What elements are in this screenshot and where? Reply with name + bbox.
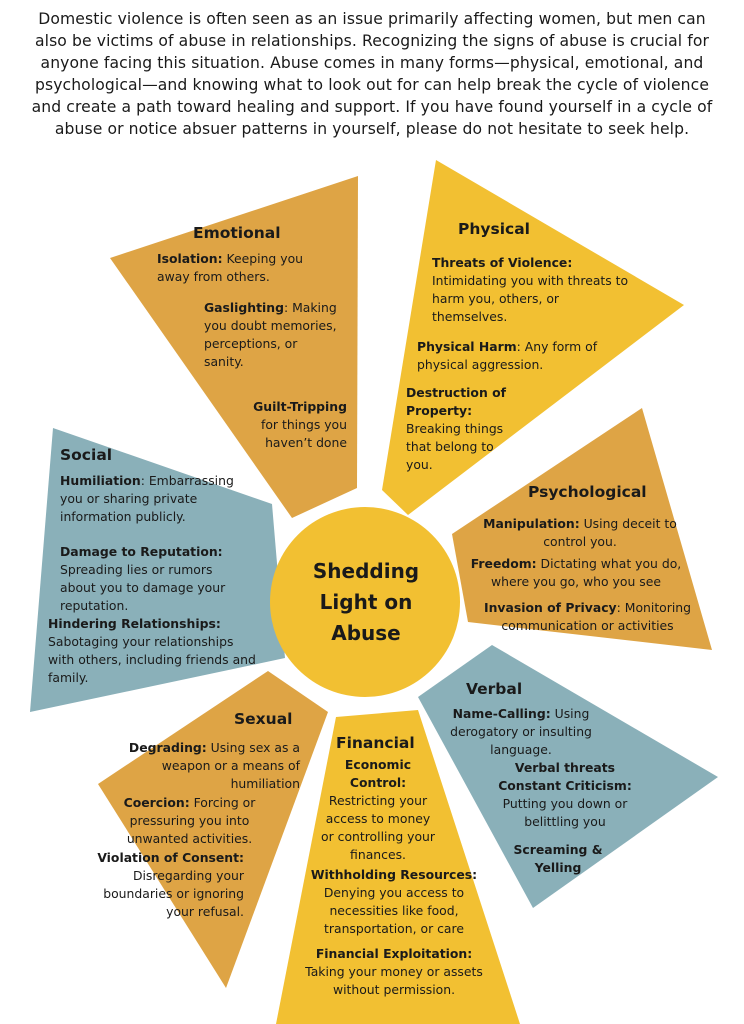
- physical-harm-desc: : Any form of physical aggression.: [417, 339, 598, 372]
- physical-title: Physical: [458, 220, 530, 238]
- sexual-degrading-term: Degrading:: [128, 740, 207, 755]
- sexual-degrading-desc: Using sex as a weapon or a means of humi…: [161, 740, 300, 791]
- financial-withholding: Withholding Resources: Denying you acces…: [304, 866, 484, 938]
- physical-threats-desc: Intimidating you with threats to harm yo…: [432, 273, 629, 324]
- verbal-criticism-desc: Putting you down or belittling you: [502, 796, 628, 829]
- emotional-guilt-tripping: Guilt-Tripping for things you haven’t do…: [237, 398, 347, 452]
- emotional-title: Emotional: [193, 224, 281, 242]
- physical-property-term: Destruction of Property:: [406, 385, 506, 418]
- verbal-screaming: Screaming & Yelling: [508, 841, 608, 877]
- physical-destruction: Destruction of Property: Breaking things…: [406, 384, 524, 474]
- social-title: Social: [60, 446, 113, 464]
- ray-social: [30, 428, 285, 712]
- financial-economic-desc: Restricting your access to money or cont…: [321, 793, 435, 862]
- financial-title: Financial: [336, 734, 415, 752]
- ray-financial: [276, 710, 520, 1024]
- sexual-consent-desc: Disregarding your boundaries or ignoring…: [103, 868, 244, 919]
- financial-withholding-term: Withholding Resources:: [310, 867, 478, 882]
- financial-exploitation-term: Financial Exploitation:: [315, 946, 473, 961]
- financial-economic-term: Economic Control:: [344, 757, 412, 790]
- center-title-line2: Light on: [319, 590, 413, 614]
- psych-privacy-term: Invasion of Privacy: [483, 600, 617, 615]
- intro-paragraph: Domestic violence is often seen as an is…: [31, 10, 713, 138]
- emotional-isolation-term: Isolation:: [157, 251, 223, 266]
- verbal-namecalling-term: Name-Calling:: [452, 706, 551, 721]
- social-reputation: Damage to Reputation: Spreading lies or …: [60, 543, 252, 615]
- social-humiliation-desc: : Embarrassing you or sharing private in…: [60, 473, 234, 524]
- emotional-gaslighting-desc: : Making you doubt memories, perceptions…: [204, 300, 337, 369]
- social-hindering-desc: Sabotaging your relationships with other…: [48, 634, 256, 685]
- ray-physical: [382, 160, 684, 515]
- verbal-criticism: Constant Criticism: Putting you down or …: [490, 777, 640, 831]
- center-title-line1: Shedding: [312, 559, 420, 583]
- ray-sexual: [98, 671, 328, 988]
- emotional-isolation: Isolation: Keeping you away from others.: [157, 250, 317, 286]
- sexual-consent-term: Violation of Consent:: [97, 850, 244, 865]
- physical-property-desc: Breaking things that belong to you.: [406, 421, 504, 472]
- psychological-freedom: Freedom: Dictating what you do, where yo…: [470, 555, 682, 591]
- psych-manipulation-desc: Using deceit to control you.: [543, 516, 677, 549]
- verbal-name-calling: Name-Calling: Using derogatory or insult…: [440, 705, 602, 759]
- financial-economic: Economic Control: Restricting your acces…: [318, 756, 438, 864]
- center-title: Shedding Light on Abuse: [270, 525, 462, 680]
- emotional-gaslighting-term: Gaslighting: [204, 300, 284, 315]
- financial-exploitation: Financial Exploitation: Taking your mone…: [300, 945, 488, 999]
- emotional-isolation-desc: Keeping you away from others.: [157, 251, 304, 284]
- verbal-threats: Verbal threats: [500, 759, 630, 777]
- psych-freedom-desc: Dictating what you do, where you go, who…: [491, 556, 682, 589]
- center-circle: [270, 507, 460, 697]
- psychological-title: Psychological: [528, 483, 647, 501]
- ray-emotional: [110, 176, 358, 518]
- center-title-line3: Abuse: [331, 621, 401, 645]
- social-humiliation: Humiliation: Embarrassing you or sharing…: [60, 472, 252, 526]
- social-reputation-term: Damage to Reputation:: [60, 544, 223, 559]
- ray-verbal: [418, 645, 718, 908]
- ray-psychological: [452, 408, 712, 650]
- verbal-title: Verbal: [466, 680, 523, 698]
- emotional-gaslighting: Gaslighting: Making you doubt memories, …: [204, 299, 339, 371]
- psychological-manipulation: Manipulation: Using deceit to control yo…: [480, 515, 680, 551]
- financial-withholding-desc: Denying you access to necessities like f…: [323, 885, 465, 936]
- verbal-namecalling-desc: Using derogatory or insulting language.: [450, 706, 592, 757]
- physical-threats: Threats of Violence: Intimidating you wi…: [432, 254, 637, 326]
- verbal-threats-term: Verbal threats: [514, 760, 616, 775]
- psych-freedom-term: Freedom:: [470, 556, 537, 571]
- physical-threats-term: Threats of Violence:: [432, 255, 573, 270]
- social-hindering: Hindering Relationships: Sabotaging your…: [48, 615, 256, 687]
- sexual-degrading: Degrading: Using sex as a weapon or a me…: [120, 739, 300, 793]
- sexual-consent: Violation of Consent: Disregarding your …: [92, 849, 244, 921]
- social-hindering-term: Hindering Relationships:: [48, 616, 221, 631]
- emotional-guilt-desc: for things you haven’t done: [260, 417, 347, 450]
- financial-exploitation-desc: Taking your money or assets without perm…: [305, 964, 483, 997]
- psychological-privacy: Invasion of Privacy: Monitoring communic…: [475, 599, 700, 635]
- sexual-coercion-term: Coercion:: [123, 795, 190, 810]
- psych-manipulation-term: Manipulation:: [483, 516, 580, 531]
- social-humiliation-term: Humiliation: [60, 473, 141, 488]
- physical-harm: Physical Harm: Any form of physical aggr…: [417, 338, 617, 374]
- sexual-title: Sexual: [234, 710, 293, 728]
- sexual-coercion: Coercion: Forcing or pressuring you into…: [112, 794, 267, 848]
- sexual-coercion-desc: Forcing or pressuring you into unwanted …: [126, 795, 256, 846]
- verbal-screaming-term: Screaming & Yelling: [513, 842, 603, 875]
- psych-privacy-desc: : Monitoring communication or activities: [501, 600, 692, 633]
- social-reputation-desc: Spreading lies or rumors about you to da…: [60, 562, 226, 613]
- emotional-guilt-term: Guilt-Tripping: [253, 399, 347, 414]
- physical-harm-term: Physical Harm: [417, 339, 517, 354]
- verbal-criticism-term: Constant Criticism:: [498, 778, 632, 793]
